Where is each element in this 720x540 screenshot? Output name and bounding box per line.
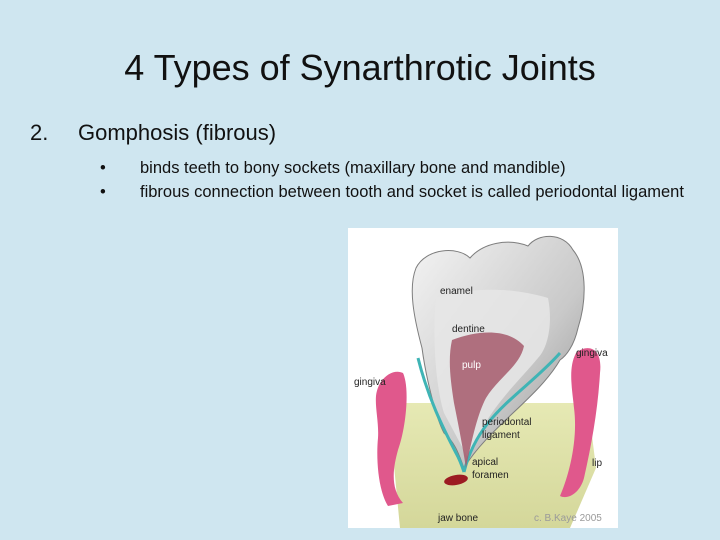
- label-gingiva-right: gingiva: [576, 348, 608, 359]
- list-item-number: 2.: [30, 120, 49, 145]
- figure-credit: c. B.Kaye 2005: [534, 513, 602, 524]
- label-pulp: pulp: [462, 360, 481, 371]
- gingiva-left-shape: [375, 371, 407, 506]
- label-apical: apical: [472, 457, 498, 468]
- tooth-diagram: enamel dentine pulp gingiva gingiva peri…: [348, 228, 618, 528]
- list-item-text: Gomphosis (fibrous): [78, 120, 277, 145]
- label-jaw-bone: jaw bone: [437, 513, 478, 524]
- bullet-item: fibrous connection between tooth and soc…: [100, 180, 690, 204]
- jaw-bone-shape: [388, 403, 596, 528]
- periodontal-ligament-shape: [416, 352, 562, 473]
- label-periodontal: periodontal: [482, 417, 531, 428]
- label-gingiva-left: gingiva: [354, 377, 386, 388]
- label-enamel: enamel: [440, 286, 473, 297]
- apical-foramen-shape: [444, 474, 468, 486]
- pulp-shape: [449, 332, 524, 468]
- gingiva-right-shape: [560, 348, 601, 498]
- slide-title: 4 Types of Synarthrotic Joints: [124, 47, 596, 88]
- label-foramen: foramen: [472, 470, 509, 481]
- label-lip: lip: [592, 458, 602, 469]
- list-item-gomphosis: 2. Gomphosis (fibrous): [30, 118, 276, 148]
- label-dentine: dentine: [452, 324, 485, 335]
- bullet-item: binds teeth to bony sockets (maxillary b…: [100, 156, 690, 180]
- label-ligament: ligament: [482, 430, 520, 441]
- bullet-list: binds teeth to bony sockets (maxillary b…: [100, 156, 690, 204]
